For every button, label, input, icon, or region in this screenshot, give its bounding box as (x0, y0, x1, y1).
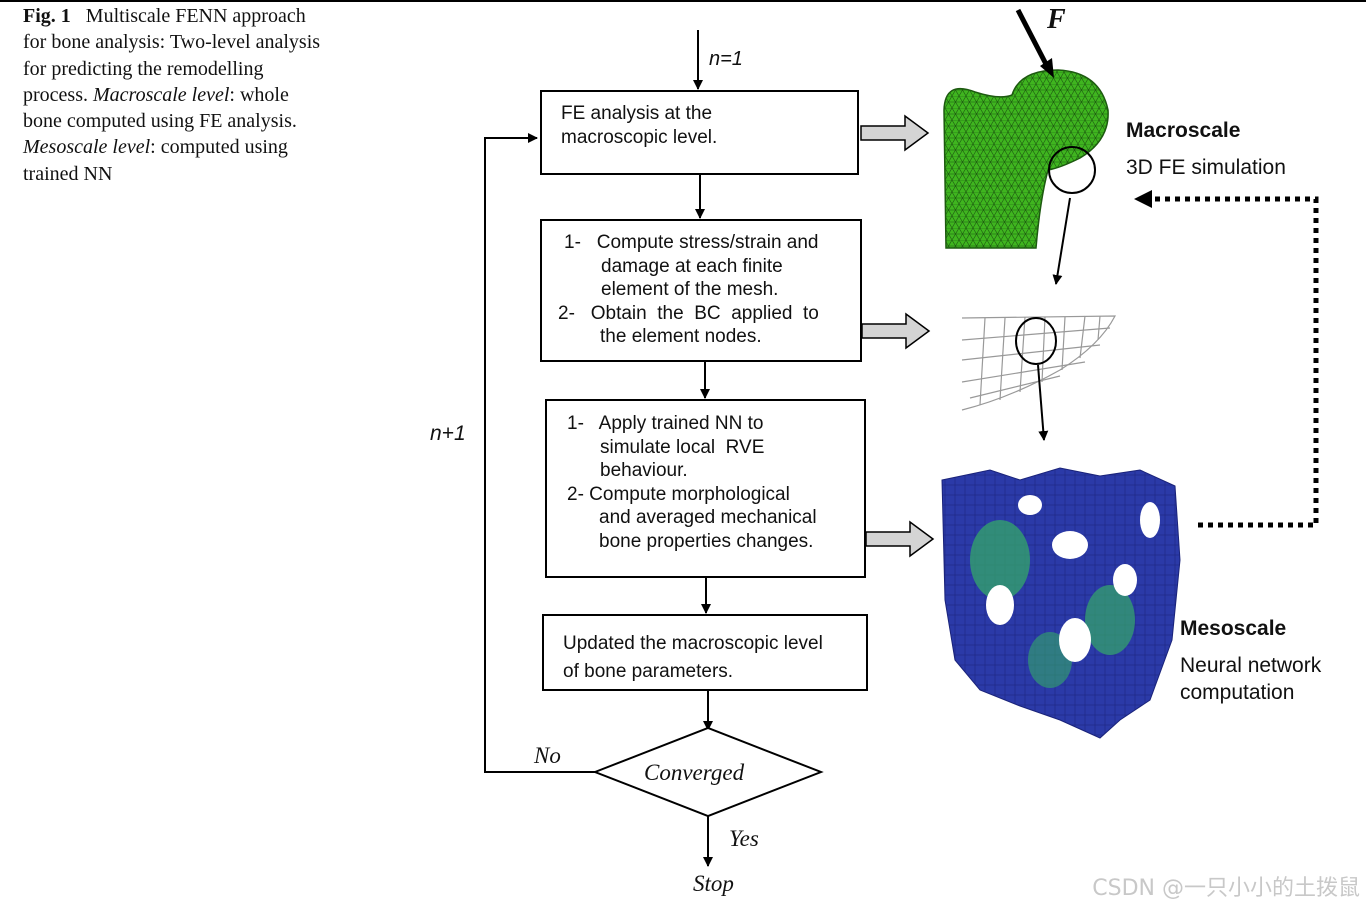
box1-line-1: FE analysis at the (561, 103, 713, 124)
mesoscale-subtitle-2: computation (1180, 681, 1295, 704)
box3-line-4: 2- Compute morphological (567, 483, 790, 505)
macroscale-subtitle: 3D FE simulation (1126, 156, 1286, 179)
box1-line-2: macroscopic level. (561, 126, 718, 148)
box3-line-6: bone properties changes. (599, 530, 814, 552)
top-rule (0, 0, 1366, 2)
caption-text-3: : computed using trained NN (23, 136, 288, 185)
decision-diamond (592, 726, 824, 818)
mesh-detail-image (961, 315, 1116, 411)
feedback-dotted-arrow (1148, 196, 1319, 528)
macroscale-title: Macroscale (1126, 119, 1241, 142)
label-n-loop: n+1 (430, 422, 466, 445)
femur-head-image (943, 69, 1109, 249)
box2-line-2: damage at each finite (601, 255, 783, 277)
watermark: CSDN @一只小小的土拨鼠 (1092, 876, 1360, 901)
label-no: No (534, 743, 561, 768)
box3-line-3: behaviour. (600, 460, 688, 481)
hollow-arrows (860, 114, 935, 558)
decision-label: Converged (644, 760, 745, 785)
caption-text-1: Multiscale FENN approach for bone analys… (23, 5, 321, 106)
caption-meso-label: Mesoscale level (23, 136, 151, 159)
box3-line-2: simulate local RVE (600, 436, 765, 458)
force-arrow (1015, 8, 1051, 70)
mesoscale-image (941, 467, 1181, 739)
label-stop: Stop (693, 871, 734, 896)
zoom-arrow-2 (1037, 364, 1049, 441)
zoom-arrow-1 (1052, 197, 1071, 285)
caption-macro-label: Macroscale level (92, 83, 230, 106)
box2-line-1: 1- Compute stress/strain and (564, 232, 819, 253)
box2-line-3: element of the mesh. (601, 279, 779, 300)
box2-line-4: 2- Obtain the BC applied to (558, 302, 819, 324)
box-apply-nn: 1- Apply trained NN to simulate local RV… (545, 399, 866, 578)
box4-line-1: Updated the macroscopic level (563, 633, 823, 654)
figure-caption: Fig. 1 Multiscale FENN approach for bone… (23, 3, 323, 187)
force-label: F (1047, 4, 1066, 35)
hollow-arrow-3 (865, 520, 935, 558)
loop-back-arrow (484, 133, 595, 773)
hollow-arrow-1 (860, 114, 930, 152)
hollow-arrow-2 (861, 312, 931, 350)
caption-text-2: : whole bone computed using FE analysis. (23, 83, 297, 133)
caption-fig-label: Fig. 1 (23, 5, 71, 27)
mesoscale-title: Mesoscale (1180, 617, 1287, 640)
box-compute-stress: 1- Compute stress/strain and damage at e… (540, 219, 862, 362)
box-fe-analysis: FE analysis at the macroscopic level. (540, 90, 859, 175)
flow-connectors (484, 30, 713, 867)
box2-line-5: the element nodes. (600, 326, 762, 347)
box-update-params: Updated the macroscopic level of bone pa… (542, 614, 868, 691)
box4-line-2: of bone parameters. (563, 661, 734, 682)
box3-line-1: 1- Apply trained NN to (567, 413, 764, 434)
label-n-start: n=1 (709, 48, 743, 70)
label-yes: Yes (729, 826, 759, 851)
mesoscale-subtitle-1: Neural network (1180, 654, 1322, 677)
box3-line-5: and averaged mechanical (599, 507, 817, 528)
